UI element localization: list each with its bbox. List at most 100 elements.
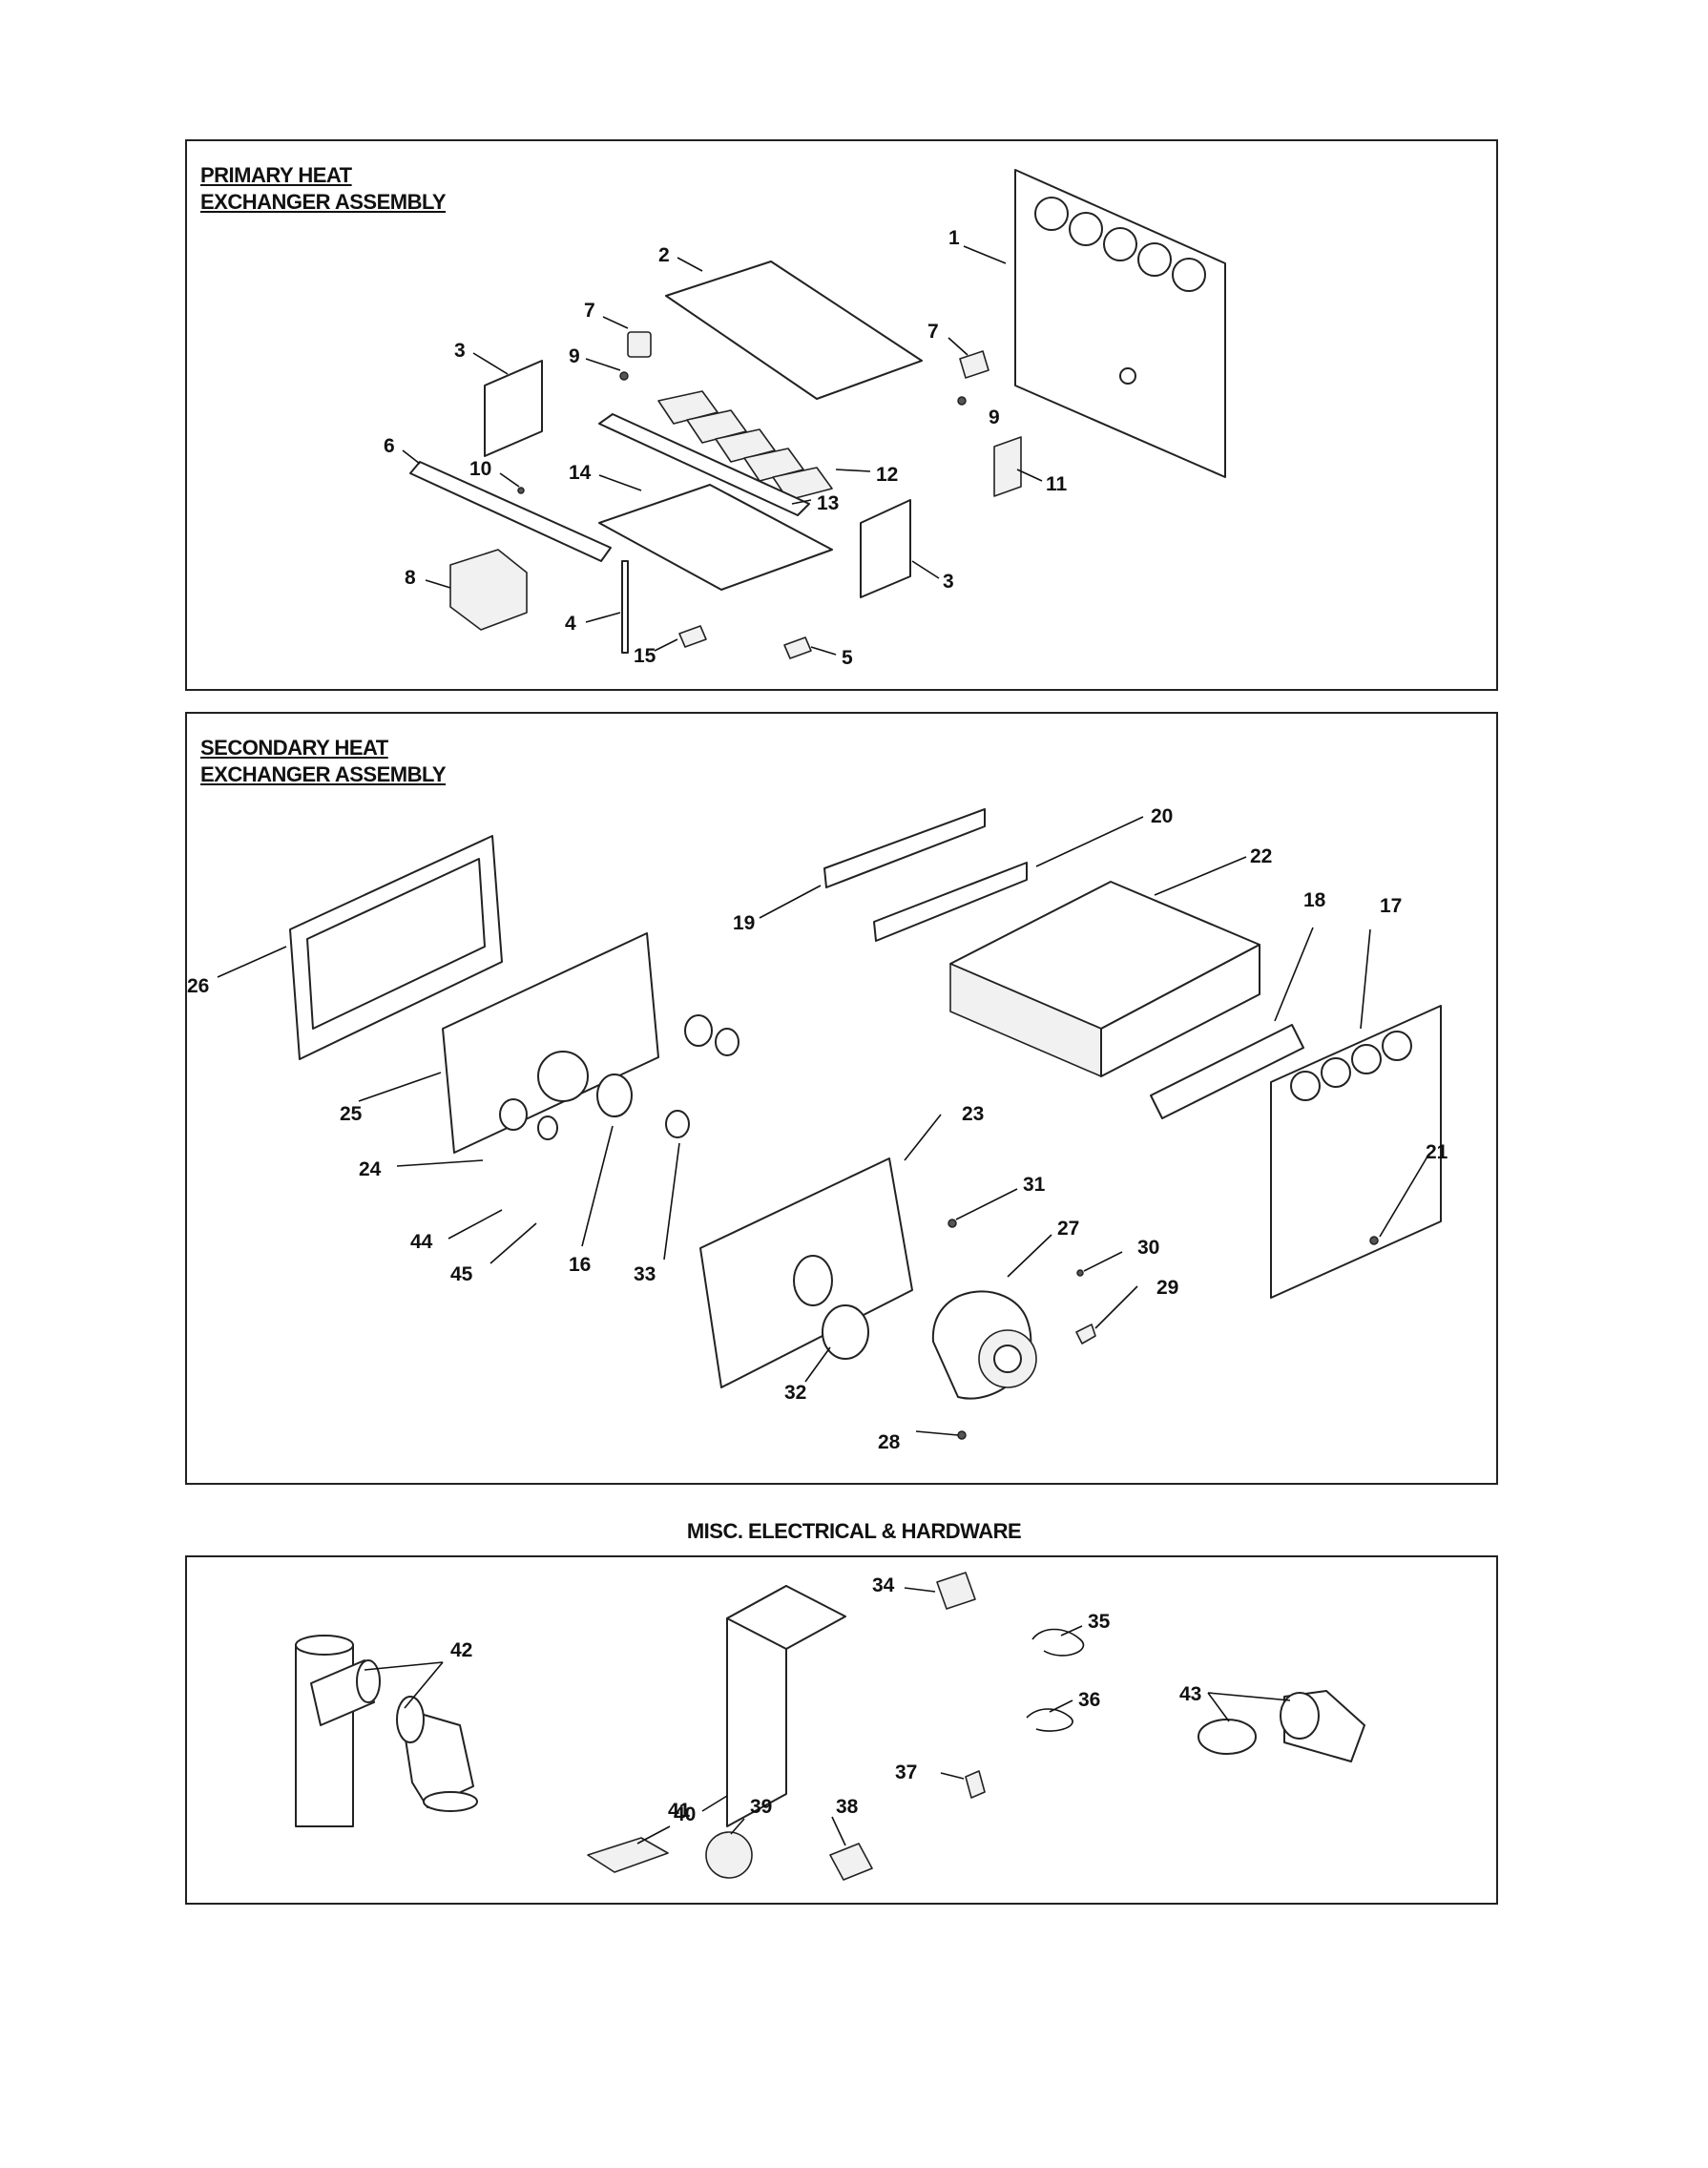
callout-3-left: 3 [454, 340, 466, 362]
part-12-burners [657, 390, 833, 501]
callout-29: 29 [1156, 1277, 1178, 1299]
part-19-gasket [823, 808, 986, 888]
part-2-top-plate [665, 261, 923, 400]
part-3-right-bracket [860, 499, 911, 598]
callout-19: 19 [733, 912, 755, 934]
callout-18: 18 [1303, 889, 1326, 911]
part-22-secondary-heat-exchanger [949, 881, 1260, 1077]
part-44-fitting [499, 1098, 528, 1131]
callout-41: 41 [668, 1800, 691, 1822]
callout-31: 31 [1023, 1174, 1046, 1196]
part-29-wire [1075, 1324, 1096, 1345]
secondary-exploded-view: 20 22 19 18 17 26 25 24 44 45 16 33 23 3… [187, 805, 1448, 1453]
part-43-pvc-fittings [1198, 1690, 1365, 1762]
part-7-left-clip [627, 331, 652, 358]
callout-15: 15 [634, 645, 656, 667]
callout-13: 13 [817, 492, 839, 514]
part-27-inducer-blower [931, 1290, 1037, 1400]
part-20-gasket [873, 862, 1028, 942]
part-23-cover-plate [699, 1157, 913, 1388]
part-17-collector-plate [1270, 1005, 1442, 1299]
part-14-burner-plate [598, 484, 833, 591]
primary-section-title: PRIMARY HEAT EXCHANGER ASSEMBLY [200, 162, 447, 216]
part-35-harness [1031, 1628, 1084, 1657]
callout-17: 17 [1380, 895, 1402, 917]
part-31-screw [948, 1219, 957, 1228]
part-32-coupling [822, 1304, 869, 1360]
callout-26: 26 [187, 975, 209, 997]
part-38-capacitor [829, 1843, 873, 1881]
callout-42: 42 [450, 1639, 472, 1661]
callout-23: 23 [962, 1103, 984, 1125]
callout-5: 5 [842, 647, 853, 669]
secondary-section-title: SECONDARY HEAT EXCHANGER ASSEMBLY [200, 735, 447, 788]
callout-3-right: 3 [943, 571, 954, 593]
callout-7-right: 7 [927, 321, 939, 343]
callout-11: 11 [1046, 473, 1068, 495]
callout-1: 1 [948, 227, 960, 249]
callout-10: 10 [469, 458, 491, 480]
callout-8: 8 [405, 567, 416, 589]
part-9-left-screw [619, 371, 629, 381]
part-21-screw [1369, 1236, 1379, 1245]
callout-32: 32 [784, 1382, 806, 1404]
misc-section-title: MISC. ELECTRICAL & HARDWARE [686, 1519, 1022, 1543]
callout-44: 44 [410, 1231, 433, 1253]
callout-28: 28 [878, 1431, 901, 1453]
part-15-clip [678, 625, 707, 648]
part-41-control-bracket [726, 1585, 846, 1827]
part-28-screw [957, 1430, 967, 1440]
part-18-baffle-strip [1150, 1024, 1304, 1119]
part-39-pressure-switch [705, 1831, 753, 1879]
part-42-vent-tee-and-elbow [295, 1635, 478, 1827]
part-34-transformer [936, 1572, 976, 1610]
callout-14: 14 [569, 462, 592, 484]
part-33-gasket-ring [665, 1110, 690, 1138]
misc-electrical-hardware-panel: 34 35 42 36 43 37 41 40 39 38 [185, 1555, 1498, 1905]
callout-34: 34 [872, 1574, 895, 1596]
part-40-control-board [587, 1837, 669, 1873]
secondary-title-line-2: EXCHANGER ASSEMBLY [200, 762, 447, 786]
callout-12: 12 [876, 464, 898, 486]
primary-title-line-1: PRIMARY HEAT [200, 163, 352, 187]
part-13-manifold-strip [598, 413, 810, 516]
callout-6: 6 [384, 435, 395, 457]
callout-38: 38 [836, 1796, 859, 1818]
callout-30: 30 [1137, 1237, 1159, 1259]
part-10-screw [517, 487, 525, 494]
callout-33: 33 [634, 1263, 656, 1285]
misc-parts-view: 34 35 42 36 43 37 41 40 39 38 [295, 1572, 1365, 1881]
part-9-right-screw [957, 396, 967, 406]
callout-40: 40 [674, 1803, 696, 1825]
part-7-right-clip [959, 350, 989, 379]
callout-35: 35 [1088, 1611, 1111, 1633]
callout-39: 39 [750, 1796, 772, 1818]
primary-title-line-2: EXCHANGER ASSEMBLY [200, 190, 447, 214]
callout-36: 36 [1078, 1689, 1100, 1711]
callout-4: 4 [565, 613, 576, 635]
callout-43: 43 [1179, 1683, 1201, 1705]
part-45-cap [537, 1115, 558, 1140]
callout-25: 25 [340, 1103, 363, 1125]
callout-37: 37 [895, 1762, 917, 1783]
callout-9-left: 9 [569, 345, 580, 367]
primary-heat-exchanger-panel: PRIMARY HEAT EXCHANGER ASSEMBLY [185, 139, 1498, 691]
callout-2: 2 [658, 244, 670, 266]
callout-45: 45 [450, 1263, 473, 1285]
callout-27: 27 [1057, 1218, 1079, 1240]
secondary-heat-exchanger-panel: SECONDARY HEAT EXCHANGER ASSEMBLY [185, 712, 1498, 1485]
part-5-sensor [783, 636, 812, 659]
part-30-screw [1076, 1269, 1084, 1277]
part-11-bracket [993, 436, 1022, 497]
part-37-switch [965, 1770, 986, 1799]
part-3-left-bracket [484, 360, 543, 457]
part-25-header-plate [442, 932, 659, 1154]
part-36-harness [1026, 1708, 1073, 1732]
part-6-gas-manifold [409, 461, 612, 562]
callout-20: 20 [1151, 805, 1173, 827]
part-1-rear-panel [1014, 169, 1226, 478]
callout-9-right: 9 [989, 406, 1000, 428]
callout-22: 22 [1250, 845, 1272, 867]
part-26-gasket [289, 835, 503, 1060]
part-4-igniter [621, 560, 629, 654]
